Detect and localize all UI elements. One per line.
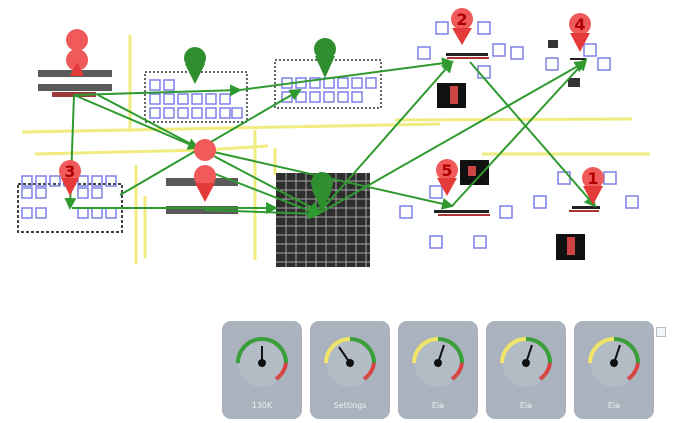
gauge-dial-5 [588,337,640,387]
pin-1-label: 1 [587,169,598,188]
pin-red-2[interactable]: 2 [451,8,473,45]
gauge-dial-2 [324,337,376,387]
pin-red-5[interactable]: 5 [436,159,458,196]
gauge-card-5[interactable]: Ela [574,321,654,419]
gauge-card-4[interactable]: Ela [486,321,566,419]
gauge-label-5: Ela [607,401,621,410]
pin-5-label: 5 [441,161,452,180]
pin-red-center[interactable] [194,139,216,202]
gauge-dial-shape [588,337,640,387]
gauge-dial-shape [500,337,552,387]
station-cluster-top[interactable] [417,21,524,108]
gauge-dial-3 [412,337,464,387]
pin-green-dark-grid[interactable] [311,172,333,212]
gauge-panel: 130K Settings Ela [222,321,654,421]
gauge-dial-shape [412,337,464,387]
pin-red-4[interactable]: 4 [569,13,591,52]
pin-3-label: 3 [64,162,75,181]
pin-2-label: 2 [456,10,467,29]
gauge-dial-shape [236,337,288,387]
gauge-dial-1 [236,337,288,387]
gauge-dial-4 [500,337,552,387]
gauge-card-3[interactable]: Ela [398,321,478,419]
pin-red-top-left[interactable] [66,29,88,76]
pin-red-1[interactable]: 1 [582,167,604,205]
gauge-label-4: Ela [519,401,533,410]
pin-red-3[interactable]: 3 [59,160,81,196]
gauge-card-1[interactable]: 130K [222,321,302,419]
pin-green-top-center-right[interactable] [314,38,336,78]
gauge-label-2: Settings [333,401,367,410]
gauge-card-2[interactable]: Settings [310,321,390,419]
table-cluster-center-top[interactable] [144,71,248,123]
gauge-label-1: 130K [251,401,273,410]
gauge-label-3: Ela [431,401,445,410]
pin-4-label: 4 [574,15,585,34]
gauge-dial-shape [324,337,376,387]
pin-green-center-top[interactable] [184,47,206,84]
panel-toggle-icon[interactable] [656,327,666,337]
yellow-lanes [21,35,650,264]
